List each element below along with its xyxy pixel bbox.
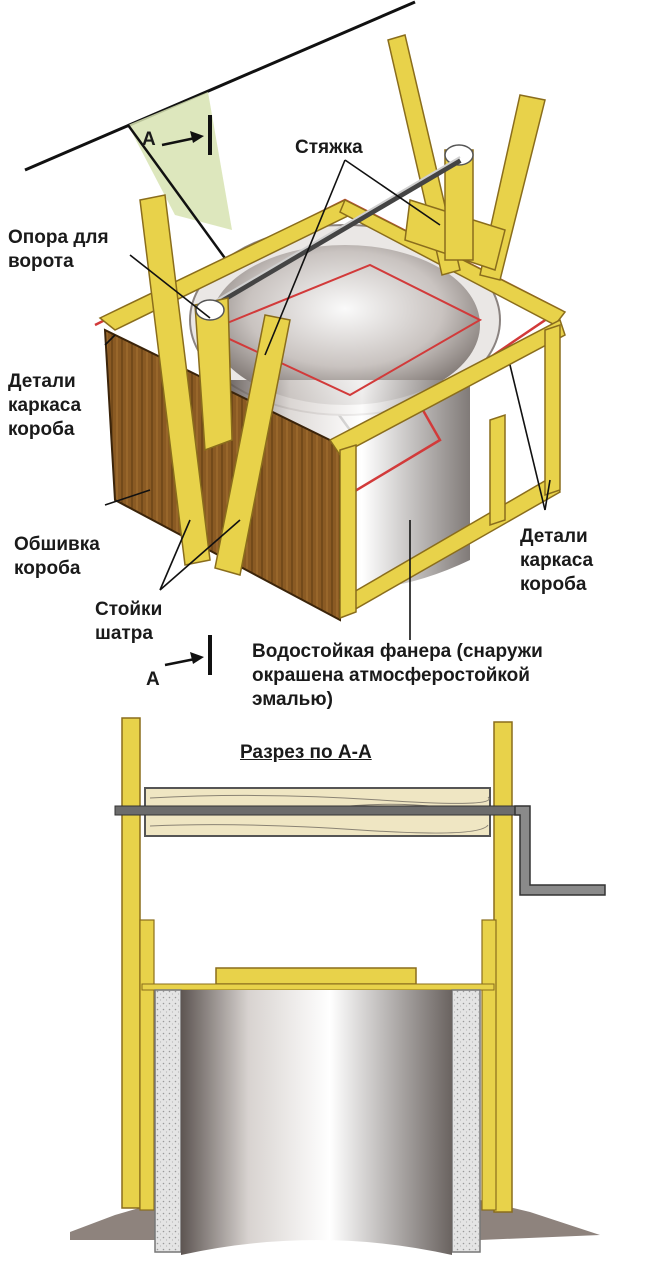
roof-post-left-2	[214, 314, 291, 576]
section-plane	[128, 92, 232, 230]
windlass-support-left	[194, 297, 233, 452]
windlass-axle-shine	[204, 156, 461, 308]
lid-plank	[215, 967, 417, 985]
label-obshivka: Обшивка короба	[14, 533, 100, 581]
label-fanera-line1: Водостойкая фанера (снаружи	[252, 641, 543, 662]
roof-line	[24, 0, 416, 172]
label-fanera-line3: эмалью)	[252, 689, 333, 710]
concrete-wall-left	[154, 989, 182, 1253]
label-detali-right-line2: каркаса	[520, 550, 594, 571]
label-detali-left-line3: короба	[8, 419, 75, 440]
section-shaft-interior	[181, 990, 452, 1255]
section-frame-right	[481, 919, 497, 1211]
section-marker-top-text: A	[142, 129, 156, 150]
leader-lines	[104, 159, 551, 640]
frame-post-right	[544, 323, 561, 497]
windlass-axle	[203, 157, 462, 313]
windlass-hub-left	[195, 299, 225, 321]
section-post-right	[493, 721, 513, 1213]
section-frame-left	[139, 919, 155, 1211]
frame-rail-front	[328, 318, 566, 456]
section-arrow-head-bottom	[190, 652, 204, 664]
label-detali-left-line2: каркаса	[8, 395, 82, 416]
label-detali-right-line3: короба	[520, 574, 587, 595]
ground-left	[70, 1202, 160, 1240]
label-opora-line2: ворота	[8, 251, 74, 272]
label-stoyki: Стойки шатра	[95, 598, 162, 646]
label-detali-right-line1: Детали	[520, 526, 588, 547]
label-fanera: Водостойкая фанера (снаружи окрашена атм…	[252, 640, 543, 712]
label-detali-left-line1: Детали	[8, 371, 76, 392]
concrete-wall-right	[451, 989, 481, 1253]
roof-post-left-1	[139, 194, 211, 566]
section-post-left	[121, 717, 141, 1209]
label-obshivka-line2: короба	[14, 558, 81, 579]
label-fanera-line2: окрашена атмосферостойкой	[252, 665, 530, 686]
box-top-plank	[141, 983, 495, 991]
section-title: Разрез по А-А	[240, 742, 372, 763]
section-axle	[114, 805, 516, 816]
section-marker-bottom-label: A	[146, 668, 160, 692]
label-opora-line1: Опора для	[8, 227, 109, 248]
plywood-red-edge-inner	[207, 263, 483, 397]
label-styazhka-text: Стяжка	[295, 137, 363, 158]
label-opora: Опора для ворота	[8, 226, 109, 274]
label-styazhka: Стяжка	[295, 136, 363, 160]
label-obshivka-line1: Обшивка	[14, 534, 100, 555]
label-stoyki-line2: шатра	[95, 623, 153, 644]
frame-post-front	[339, 443, 357, 620]
windlass-hub-right	[444, 144, 474, 166]
windlass-crank	[514, 805, 606, 896]
frame-post-mid	[489, 413, 506, 527]
section-arrow-head-top	[190, 131, 204, 143]
label-detali-right: Детали каркаса короба	[520, 525, 593, 597]
label-stoyki-line1: Стойки	[95, 599, 163, 620]
section-marker-top-label: A	[142, 128, 156, 152]
section-marker-bottom-text: A	[146, 669, 160, 690]
label-detali-left: Детали каркаса короба	[8, 370, 81, 442]
